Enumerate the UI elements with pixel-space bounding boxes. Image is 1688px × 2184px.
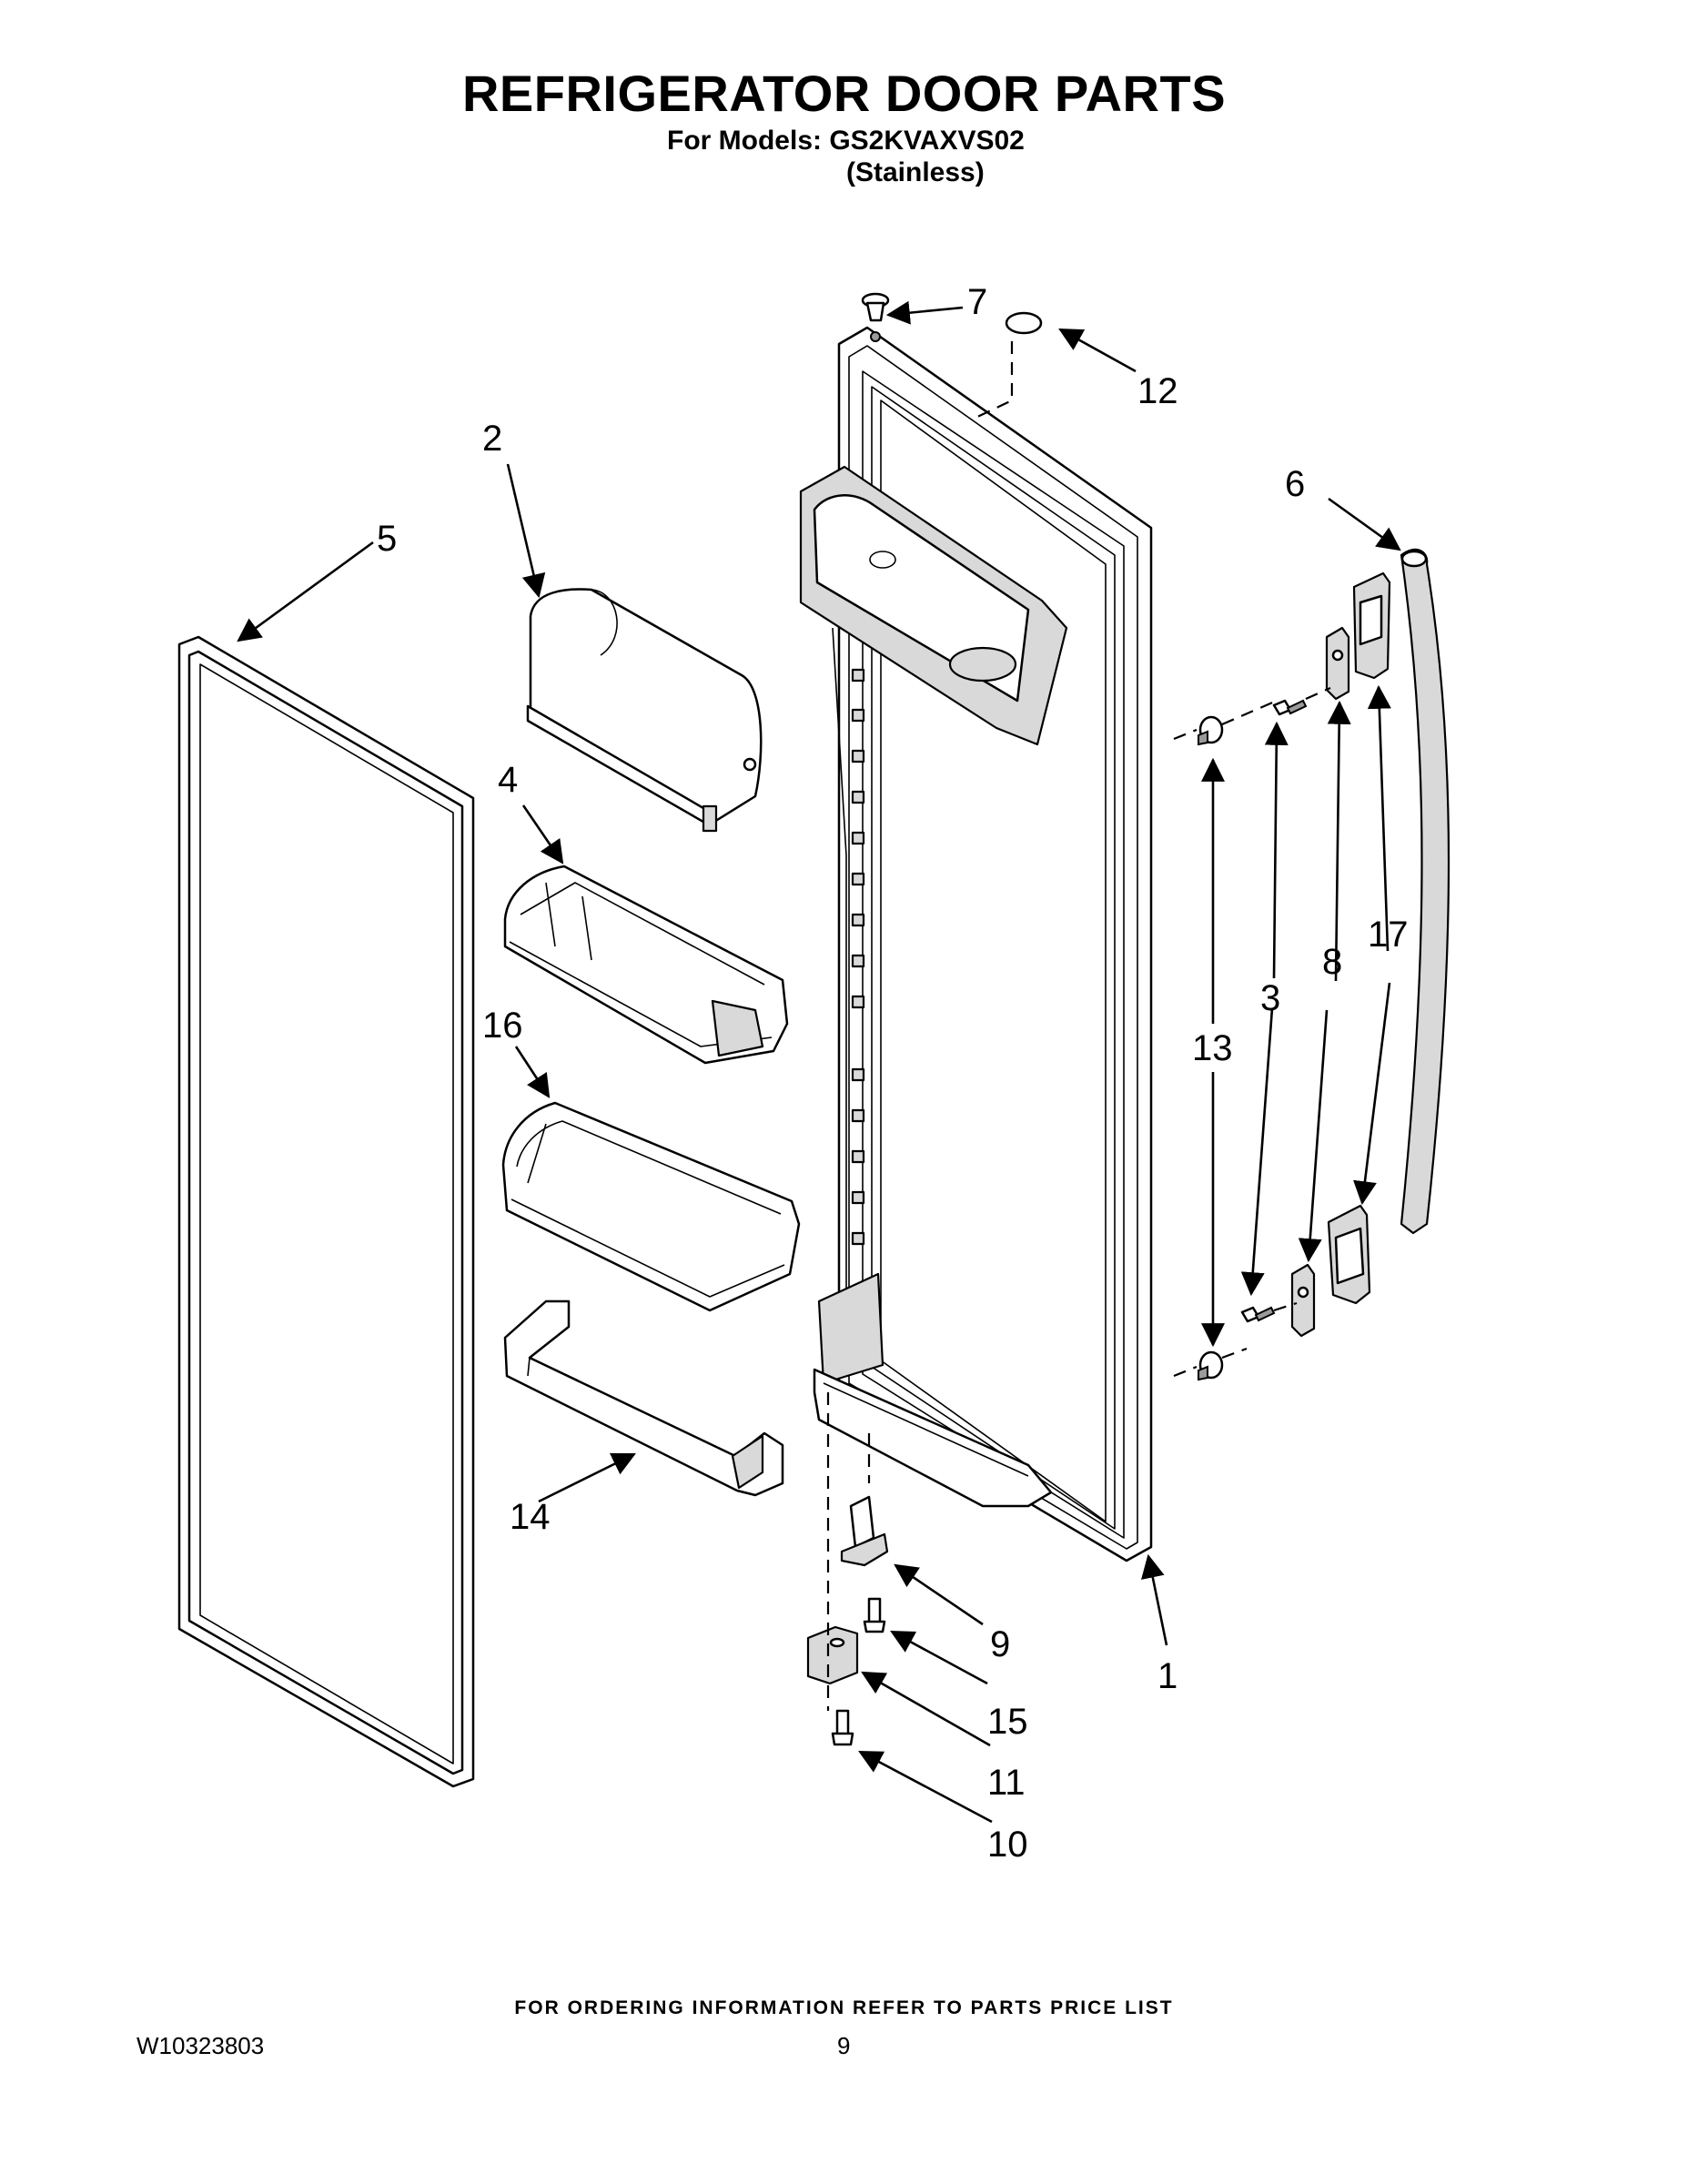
callout-1: 1: [1157, 1656, 1178, 1696]
washer: [1005, 311, 1043, 335]
shelf-supports: [851, 668, 865, 1246]
door-bin: [503, 864, 789, 1065]
hinge-screws: [831, 1597, 886, 1746]
callout-12: 12: [1137, 371, 1178, 411]
callout-17: 17: [1368, 915, 1409, 955]
hinge-pin: [861, 292, 890, 342]
door-hinge: [840, 1495, 889, 1567]
bin-cover: [503, 1299, 784, 1497]
models-line: For Models: GS2KVAXVS02: [667, 126, 1025, 156]
callout-7: 7: [967, 282, 987, 322]
page-number: 9: [837, 2032, 851, 2059]
handle-studs: [1198, 715, 1224, 1381]
callout-14: 14: [510, 1497, 551, 1537]
callout-3: 3: [1260, 978, 1280, 1018]
door-handle: [1400, 548, 1450, 1235]
callout-9: 9: [990, 1624, 1010, 1664]
assembly-guide-lines: [826, 341, 1331, 1711]
lower-door-bin: [501, 1101, 801, 1312]
document-number: W10323803: [136, 2032, 265, 2059]
callout-11: 11: [987, 1763, 1026, 1803]
callout-15: 15: [987, 1702, 1028, 1742]
hinge-spacer: [806, 1625, 859, 1685]
callout-8: 8: [1322, 942, 1342, 982]
callout-labels: 1 2 3 4 5 6 7 8 9 10 11 12 13 14 15 16 1…: [377, 282, 1409, 1865]
callout-10: 10: [987, 1825, 1028, 1865]
finish-line: (Stainless): [846, 157, 985, 187]
ordering-note: FOR ORDERING INFORMATION REFER TO PARTS …: [514, 1997, 1174, 2018]
handle-end-caps: [1327, 571, 1391, 1305]
callout-4: 4: [498, 760, 518, 800]
callout-5: 5: [377, 519, 397, 559]
callout-6: 6: [1285, 464, 1305, 504]
callout-leader-lines: [237, 300, 1401, 1824]
callout-2: 2: [482, 419, 502, 459]
callout-13: 13: [1192, 1028, 1233, 1068]
page-title: REFRIGERATOR DOOR PARTS: [461, 65, 1227, 122]
refrigerator-door: [799, 326, 1153, 1562]
door-gasket: [177, 635, 475, 1788]
handle-brackets: [1290, 626, 1350, 1338]
dairy-door: [526, 588, 763, 833]
callout-16: 16: [482, 1006, 523, 1046]
handle-screws: [1240, 699, 1308, 1323]
